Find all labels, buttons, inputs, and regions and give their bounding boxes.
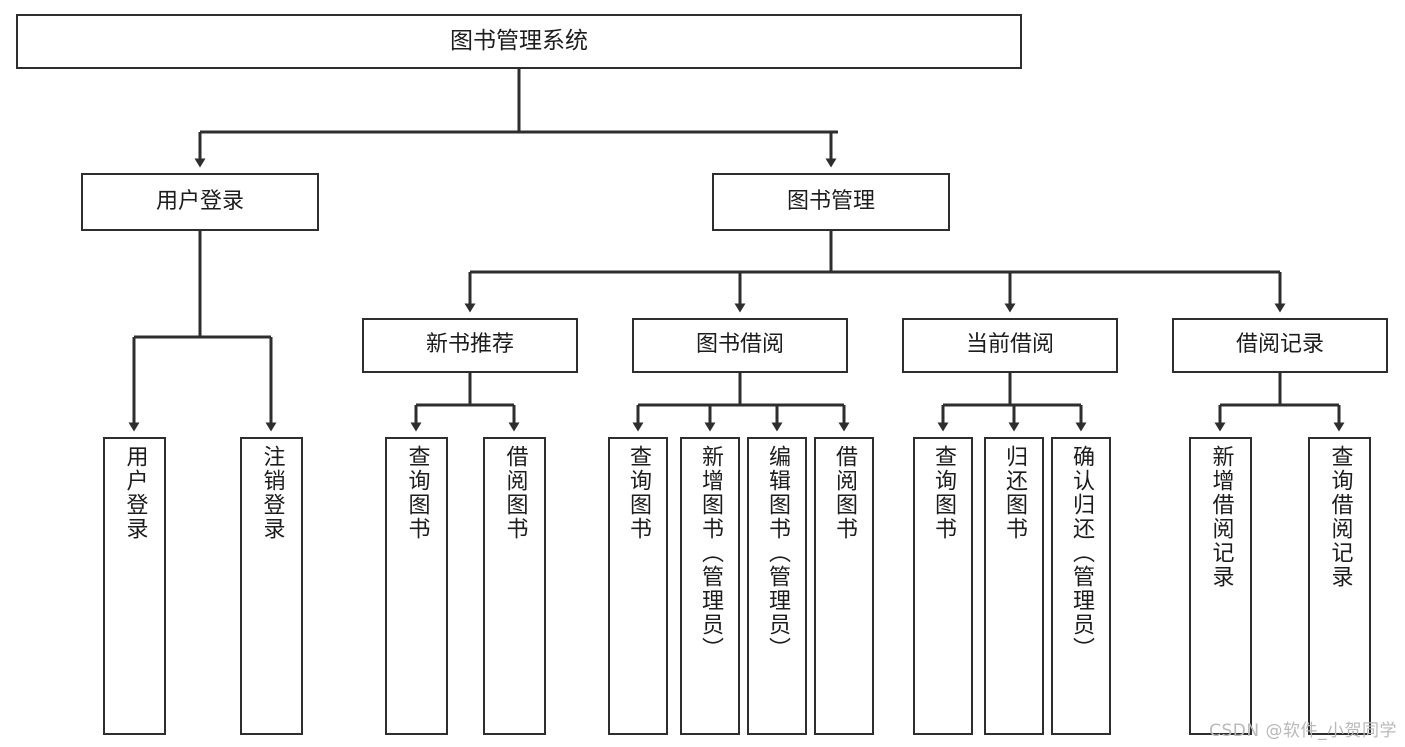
edges-bookborrow-to-leaves	[632, 373, 850, 432]
edges-bookmanage-to-level2	[464, 231, 1286, 313]
node-label: 归还图书	[1002, 445, 1027, 541]
edges-currentborrow-to-leaves	[937, 373, 1087, 432]
edges-userlogin-to-leaves	[128, 231, 277, 432]
node-current-borrow[interactable]: 当前借阅	[902, 318, 1118, 373]
node-user-login[interactable]: 用户登录	[81, 173, 319, 231]
node-label: 新增图书（管理员）	[698, 445, 723, 661]
watermark-text: CSDN @软件_小贺同学	[1209, 721, 1397, 741]
leaf-node-user-logout[interactable]: 注销登录	[240, 437, 303, 735]
node-label: 用户登录	[155, 188, 244, 214]
node-label: 图书管理系统	[450, 27, 588, 54]
edges-newbookrec-to-leaves	[410, 373, 520, 432]
leaf-node-query-book-current[interactable]: 查询图书	[913, 437, 973, 735]
node-label: 注销登录	[259, 445, 285, 541]
node-label: 用户登录	[122, 445, 148, 541]
leaf-node-borrow-book[interactable]: 借阅图书	[814, 437, 874, 735]
node-label: 新增借阅记录	[1208, 445, 1234, 589]
leaf-node-query-book-borrow[interactable]: 查询图书	[608, 437, 668, 735]
leaf-node-user-login[interactable]: 用户登录	[103, 437, 166, 735]
node-label: 借阅记录	[1235, 332, 1324, 358]
node-new-book-recommendation[interactable]: 新书推荐	[362, 318, 578, 373]
node-label: 编辑图书（管理员）	[765, 445, 790, 661]
node-label: 新书推荐	[425, 332, 514, 358]
leaf-node-query-borrow-record[interactable]: 查询借阅记录	[1308, 437, 1371, 735]
leaf-node-add-borrow-record[interactable]: 新增借阅记录	[1189, 437, 1252, 735]
leaf-node-query-book-recommendation[interactable]: 查询图书	[385, 437, 448, 735]
node-label: 确认归还（管理员）	[1069, 445, 1094, 661]
node-label: 借阅图书	[502, 445, 528, 541]
node-label: 查询借阅记录	[1327, 445, 1353, 589]
leaf-node-confirm-return-admin[interactable]: 确认归还（管理员）	[1051, 437, 1111, 735]
leaf-node-borrow-book-recommendation[interactable]: 借阅图书	[483, 437, 546, 735]
node-label: 查询图书	[626, 445, 651, 541]
node-label: 图书借阅	[695, 332, 784, 358]
node-label: 借阅图书	[832, 445, 857, 541]
leaf-node-return-book[interactable]: 归还图书	[984, 437, 1044, 735]
node-label: 查询图书	[404, 445, 430, 541]
node-label: 图书管理	[786, 188, 875, 214]
node-borrow-record[interactable]: 借阅记录	[1172, 318, 1388, 373]
edges-borrowrecord-to-leaves	[1214, 373, 1345, 432]
node-label: 当前借阅	[965, 332, 1054, 358]
node-book-borrow[interactable]: 图书借阅	[632, 318, 848, 373]
edges-root-to-level1	[194, 69, 838, 168]
leaf-node-edit-book-admin[interactable]: 编辑图书（管理员）	[747, 437, 807, 735]
node-book-management[interactable]: 图书管理	[712, 173, 950, 231]
node-label: 查询图书	[931, 445, 956, 541]
node-book-management-system[interactable]: 图书管理系统	[16, 14, 1022, 69]
leaf-node-add-book-admin[interactable]: 新增图书（管理员）	[680, 437, 740, 735]
